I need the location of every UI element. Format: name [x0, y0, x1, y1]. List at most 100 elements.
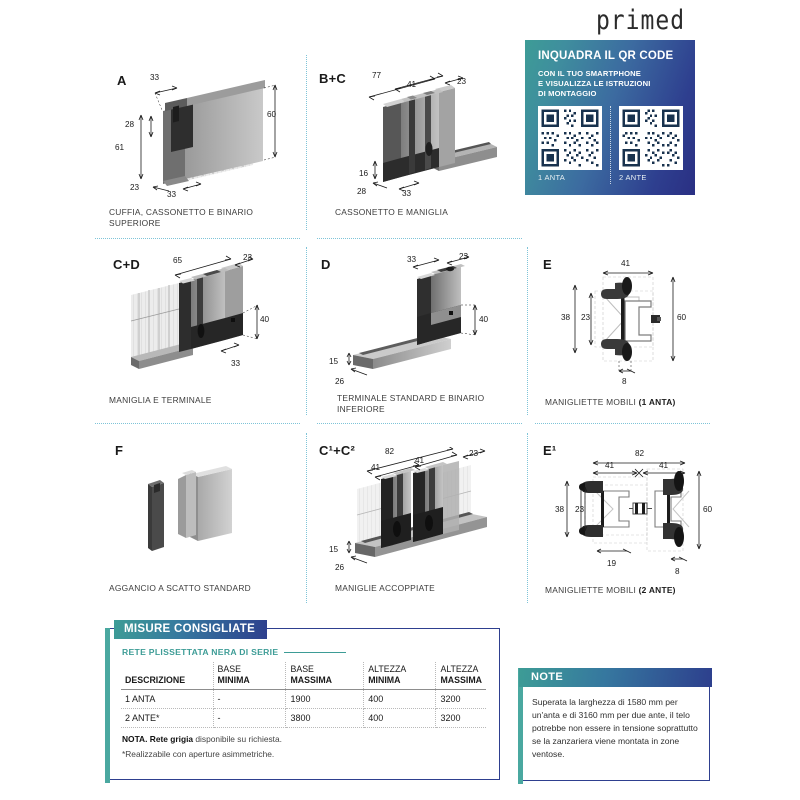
qr-code-item-2-ante[interactable]: 2 ANTE: [619, 106, 684, 182]
panel-e1-dim-41-right: 41: [659, 461, 669, 470]
panel-e1-dim-19: 19: [607, 559, 617, 568]
panel-e-label: E: [543, 257, 552, 272]
panel-e-caption: MANIGLIETTE MOBILI (1 ANTA): [545, 397, 715, 408]
col-altezza-minima: ALTEZZA MINIMA: [363, 662, 437, 690]
divider-h-3: [95, 423, 300, 424]
panel-cd-dim-65: 65: [173, 256, 183, 265]
panel-a-dim-61: 61: [115, 143, 125, 152]
panel-e1-caption: MANIGLIETTE MOBILI (2 ANTE): [545, 585, 720, 596]
col-altezza-massima-line1: ALTEZZA: [440, 664, 479, 674]
qr-subtitle-line-2: E VISUALIZZA LE ISTRUZIONI: [538, 78, 651, 88]
panel-f-label: F: [115, 443, 124, 458]
cell-altezza-massima: 3200: [435, 689, 486, 709]
panel-f-illustration: [148, 466, 232, 551]
divider-h-4: [317, 423, 522, 424]
panel-bc-dim-23: 23: [457, 77, 467, 86]
measures-table-body: 1 ANTA - 1900 400 3200 2 ANTE* - 3800 40…: [121, 689, 486, 728]
divider-v-2: [306, 247, 307, 415]
panel-bc-caption: CASSONETTO E MANIGLIA: [335, 207, 449, 217]
note-box: NOTE Superata la larghezza di 1580 mm pe…: [517, 667, 712, 784]
panel-a-dim-33-top: 33: [150, 73, 160, 82]
panel-c1c2-dim-41-right: 41: [415, 456, 425, 465]
panel-cd-caption: MANIGLIA E TERMINALE: [109, 395, 212, 405]
panel-e1-dim-23: 23: [575, 505, 585, 514]
panel-a-dim-33-bottom: 33: [167, 190, 177, 199]
panel-a-dim-23: 23: [130, 183, 140, 192]
panel-a: A: [95, 55, 300, 230]
panel-bc-dim-16: 16: [359, 169, 369, 178]
divider-v-4: [306, 433, 307, 603]
panel-e: E: [535, 247, 710, 417]
panel-d-dim-33: 33: [407, 255, 417, 264]
qr-subtitle-line-1: CON IL TUO SMARTPHONE: [538, 68, 641, 78]
panel-a-label: A: [117, 73, 127, 88]
panel-a-dim-60: 60: [267, 110, 277, 119]
qr-codes-row: 1 ANTA: [538, 106, 684, 186]
panel-e1-dim-60: 60: [703, 505, 713, 514]
col-base-massima-line1: BASE: [290, 664, 314, 674]
brand-logo: primed: [583, 7, 698, 34]
measures-note: NOTA. Rete grigia disponibile su richies…: [122, 733, 282, 746]
panel-cd-dim-40: 40: [260, 315, 270, 324]
panel-c1c2-dim-41-left: 41: [371, 463, 381, 472]
panel-bc-label: B+C: [319, 71, 346, 86]
cell-base-massima: 3800: [285, 708, 365, 728]
qr-code-item-1-anta[interactable]: 1 ANTA: [538, 106, 603, 182]
panel-a-caption: CUFFIA, CASSONETTO E BINARIO SUPERIORE: [109, 207, 254, 229]
divider-h-5: [535, 423, 710, 424]
qr-banner-title: INQUADRA IL QR CODE: [538, 50, 674, 62]
divider-h-2: [317, 238, 522, 239]
table-row: 2 ANTE* - 3800 400 3200: [121, 708, 486, 728]
qr-code-image-1-anta[interactable]: [538, 106, 602, 171]
qr-code-banner: INQUADRA IL QR CODE CON IL TUO SMARTPHON…: [525, 40, 695, 195]
panel-bc-dim-28: 28: [357, 187, 367, 196]
panel-bc-dim-77: 77: [372, 71, 382, 80]
panel-a-dim-28: 28: [125, 120, 135, 129]
misure-header: MISURE CONSIGLIATE: [114, 620, 268, 639]
divider-h-1: [95, 238, 300, 239]
panel-c1c2-caption: MANIGLIE ACCOPPIATE: [335, 583, 435, 593]
col-base-minima-line1: BASE: [217, 664, 241, 674]
panel-e1: E¹: [535, 433, 713, 603]
panel-e-dim-23: 23: [581, 313, 591, 322]
panel-f: F AGGANCIO: [95, 433, 300, 603]
cell-altezza-minima: 400: [363, 689, 437, 709]
divider-v-3: [527, 247, 528, 415]
panel-cd-dim-33: 33: [231, 359, 241, 368]
col-altezza-massima-line2: MASSIMA: [440, 674, 482, 685]
panel-c1c2-dim-26: 26: [335, 563, 345, 572]
cell-descrizione: 1 ANTA: [121, 689, 214, 709]
panel-d-dim-26: 26: [335, 377, 345, 386]
misure-subheader: RETE PLISSETTATA NERA DI SERIE: [122, 647, 347, 657]
note-box-header: NOTE: [519, 668, 712, 687]
panel-c1c2-dim-82: 82: [385, 447, 395, 456]
cell-base-minima: -: [213, 708, 287, 728]
col-altezza-minima-line2: MINIMA: [368, 674, 401, 685]
panel-bc-dim-41: 41: [407, 80, 417, 89]
qr-code-image-2-ante[interactable]: [619, 106, 683, 171]
component-diagram-grid: A: [95, 55, 713, 615]
panel-c1c2: C¹+C²: [317, 433, 522, 603]
table-header-row: DESCRIZIONE BASE MINIMA BASE MASSIMA ALT…: [121, 662, 486, 690]
note-box-body: Superata la larghezza di 1580 mm per un'…: [532, 697, 698, 760]
panel-c1c2-dim-15: 15: [329, 545, 339, 554]
recommended-measures-box: MISURE CONSIGLIATE RETE PLISSETTATA NERA…: [104, 620, 500, 783]
panel-cd-illustration: [130, 255, 260, 369]
panel-e-caption-text: MANIGLIETTE MOBILI: [545, 397, 639, 407]
panel-e1-dim-8: 8: [675, 567, 680, 576]
panel-e1-dim-38: 38: [555, 505, 565, 514]
col-altezza-minima-line1: ALTEZZA: [368, 664, 407, 674]
col-base-massima-line2: MASSIMA: [290, 674, 332, 685]
qr-divider: [610, 106, 611, 185]
panel-e-caption-bold: (1 ANTA): [638, 397, 676, 407]
misure-subheader-text: RETE PLISSETTATA NERA DI SERIE: [122, 647, 279, 657]
panel-d-caption: TERMINALE STANDARD E BINARIO INFERIORE: [337, 393, 485, 415]
panel-bc-illustration: [368, 72, 497, 192]
panel-bc-dim-33: 33: [402, 189, 412, 198]
panel-d-dim-23: 23: [459, 252, 469, 261]
qr-caption-2-ante: 2 ANTE: [619, 173, 647, 183]
measures-note-rest: disponibile su richiesta.: [193, 734, 282, 744]
divider-v-5: [527, 433, 528, 603]
measures-table: DESCRIZIONE BASE MINIMA BASE MASSIMA ALT…: [121, 662, 486, 728]
